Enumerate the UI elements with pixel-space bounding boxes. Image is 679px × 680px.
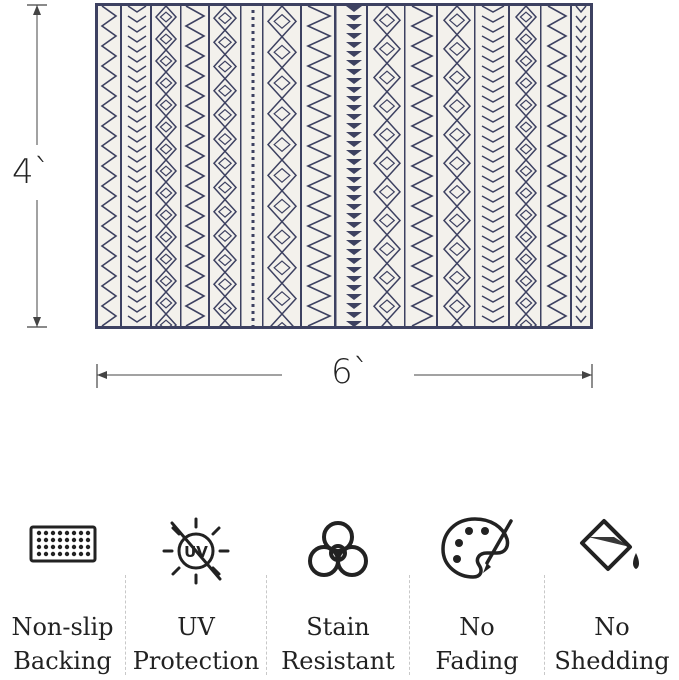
feature-stain-line2: Resistant — [281, 647, 395, 675]
palette-icon — [439, 513, 515, 587]
feature-fading-line1: No — [459, 613, 495, 641]
feature-stain: Stain Resistant — [267, 505, 409, 680]
uv-protection-icon: UV — [160, 513, 232, 589]
feature-divider — [409, 575, 410, 675]
feature-fading: No Fading — [410, 505, 544, 680]
feature-fading-line2: Fading — [435, 647, 519, 675]
width-label: 6` — [331, 352, 370, 392]
svg-text:UV: UV — [184, 543, 208, 561]
paint-bucket-icon — [574, 513, 650, 587]
biohazard-stain-icon — [300, 513, 376, 593]
feature-stain-line1: Stain — [306, 613, 370, 641]
feature-shedding-line2: Shedding — [554, 647, 670, 675]
feature-uv-line2: Protection — [132, 647, 260, 675]
rug-pattern-image — [95, 3, 593, 329]
feature-nonslip-line2: Backing — [13, 647, 112, 675]
feature-divider — [125, 575, 126, 675]
feature-uv-line1: UV — [177, 613, 215, 641]
nonslip-backing-icon — [27, 513, 99, 577]
feature-shedding-line1: No — [594, 613, 630, 641]
feature-uv: UV UV Protection — [126, 505, 266, 680]
height-label: 4` — [12, 152, 51, 192]
feature-shedding: No Shedding — [545, 505, 679, 680]
feature-list: Non-slip Backing UV — [0, 505, 679, 680]
feature-divider — [544, 575, 545, 675]
feature-divider — [266, 575, 267, 675]
rug-pattern-graphic — [100, 6, 587, 326]
feature-nonslip-line1: Non-slip — [11, 613, 114, 641]
feature-nonslip: Non-slip Backing — [0, 505, 125, 680]
